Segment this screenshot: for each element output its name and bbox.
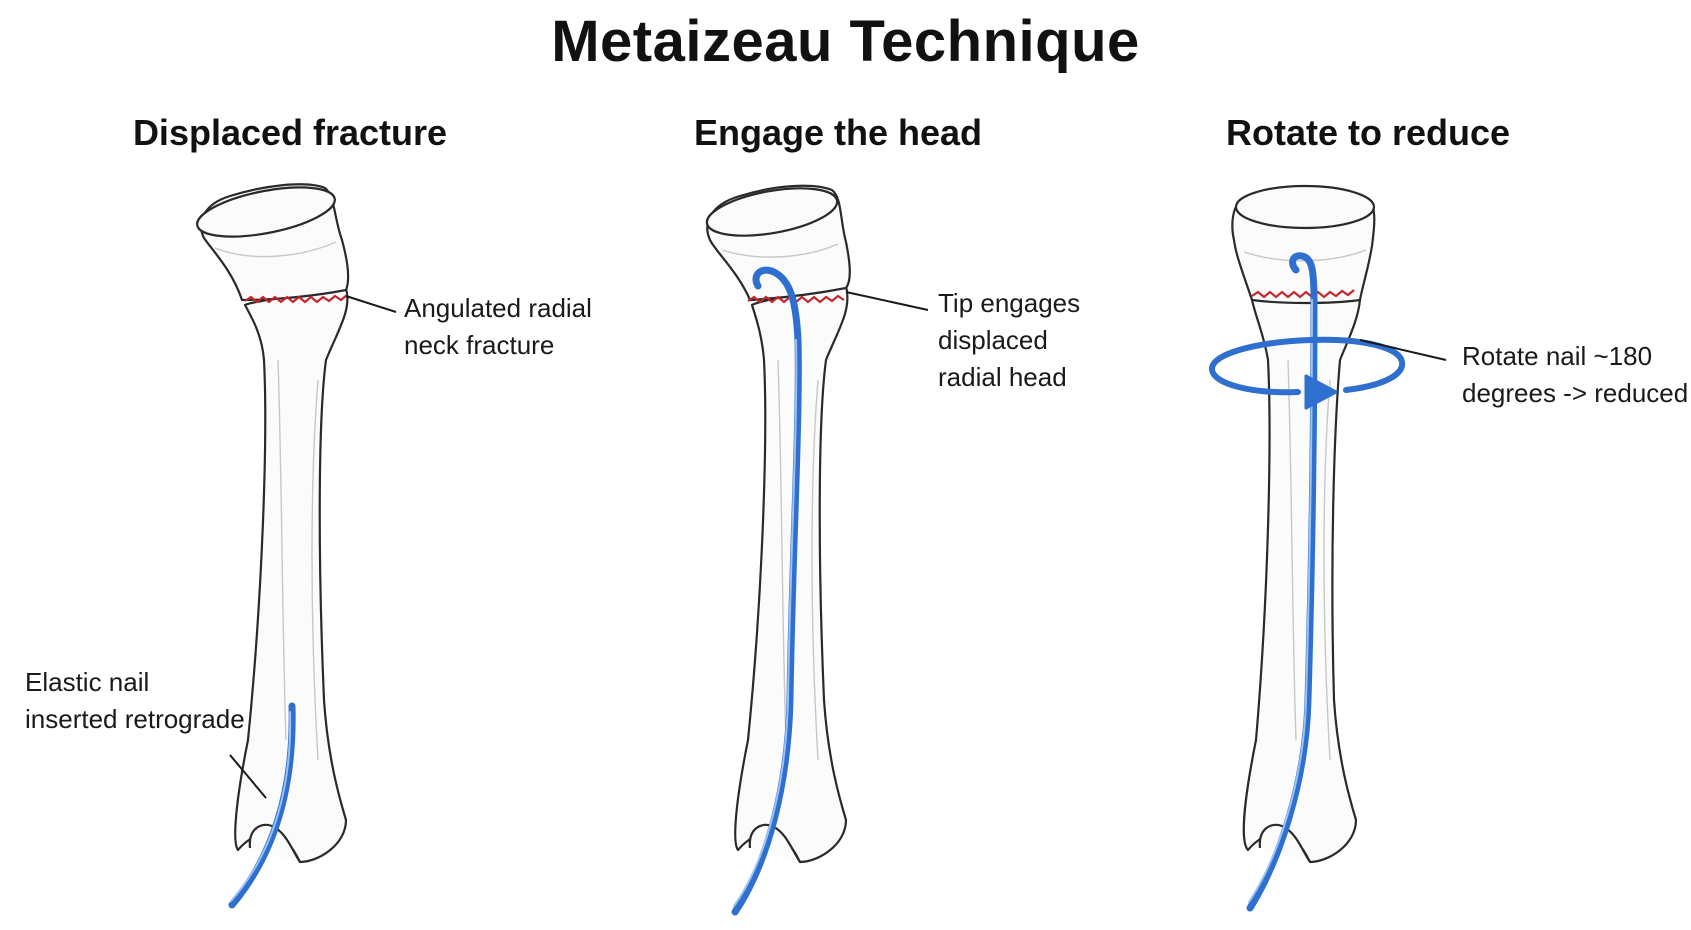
leader-fracture-1 [345, 295, 397, 313]
label-elastic-nail: Elastic nail inserted retrograde [25, 664, 245, 738]
leader-tip-2 [845, 291, 929, 311]
label-line: Angulated radial [404, 293, 592, 323]
label-line: Tip engages [938, 288, 1081, 318]
label-tip-engages: Tip engages displaced radial head [938, 285, 1080, 396]
panel-heading-rotate-reduce: Rotate to reduce [1225, 112, 1511, 153]
label-line: Elastic nail [25, 667, 150, 697]
label-line: degrees -> reduced [1462, 378, 1689, 408]
leader-rotate-3 [1359, 339, 1447, 361]
leader-nail-1 [229, 754, 267, 799]
bone-panel-1 [196, 183, 350, 909]
label-line: Rotate nail ~180 [1462, 341, 1653, 371]
panel-heading-displaced-fracture: Displaced fracture [132, 112, 448, 153]
bone-panel-3 [1231, 184, 1376, 912]
label-line: inserted retrograde [25, 704, 245, 734]
label-angulated-fracture: Angulated radial neck fracture [404, 290, 592, 364]
rotation-arrow-icon [1209, 336, 1406, 410]
label-rotate-nail: Rotate nail ~180 degrees -> reduced [1462, 338, 1688, 412]
page-title: Metaizeau Technique [551, 9, 1140, 74]
label-line: displaced [938, 325, 1048, 355]
bone-panel-2 [705, 184, 851, 916]
label-line: radial head [938, 362, 1067, 392]
label-line: neck fracture [404, 330, 555, 360]
panel-heading-engage-head: Engage the head [693, 112, 983, 153]
